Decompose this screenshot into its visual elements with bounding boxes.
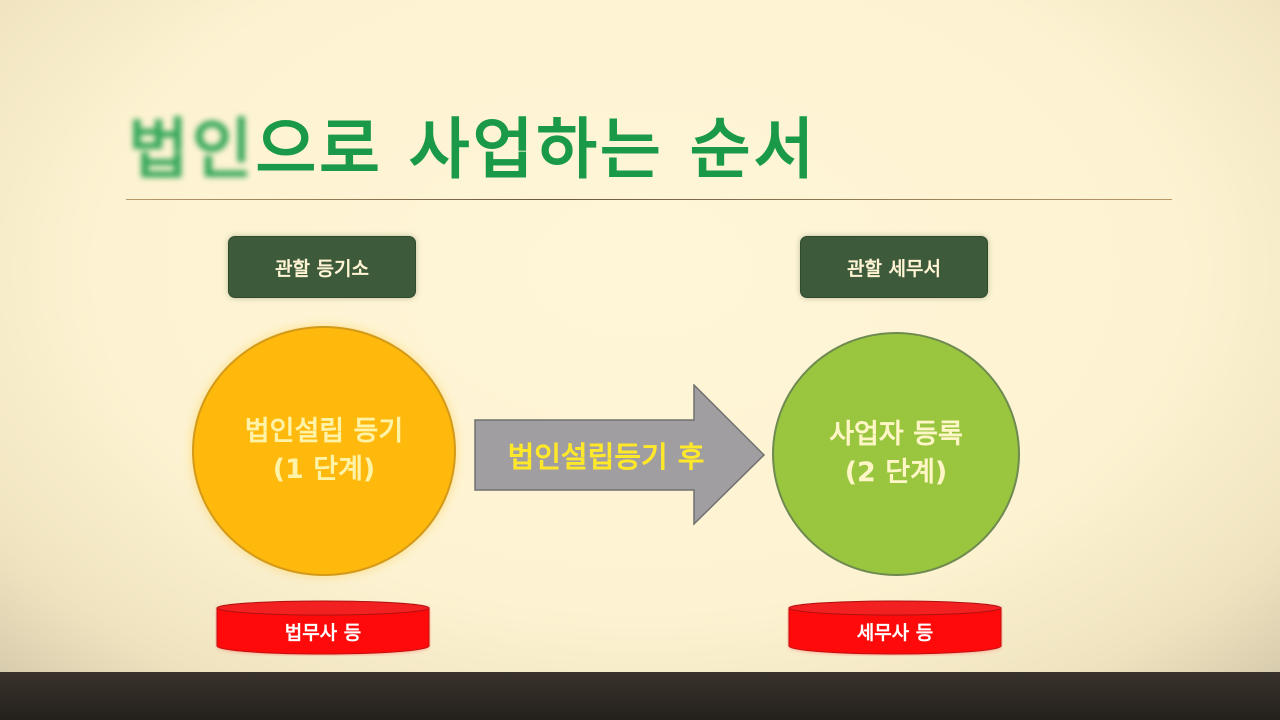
title-blurred-part: 법인 — [128, 111, 256, 188]
arrow-shape — [474, 384, 766, 526]
step2-circle-title: 사업자 등록 — [829, 419, 963, 450]
step2-agent-text: 세무사 등 — [856, 621, 934, 644]
pill-shape — [788, 600, 1002, 655]
tax-office-text: 관할 세무서 — [846, 257, 941, 280]
step1-circle: 법인설립 등기 (1 단계) — [192, 326, 456, 576]
bottom-floor-bar — [0, 672, 1280, 720]
step2-agent-pill: 세무사 등 — [787, 600, 1003, 656]
slide: 법인으로 사업하는 순서 관할 등기소 법인설립 등기 (1 단계) 법무사 등… — [0, 0, 1280, 672]
slide-title: 법인으로 사업하는 순서 — [128, 96, 817, 192]
step1-agent-text: 법무사 등 — [284, 621, 362, 644]
arrow-label: 법인설립등기 후 — [507, 440, 705, 474]
process-arrow: 법인설립등기 후 — [474, 384, 766, 526]
pill-shape — [216, 600, 430, 655]
tax-office-label: 관할 세무서 — [800, 236, 988, 298]
step1-circle-stage: (1 단계) — [272, 454, 376, 485]
registry-office-label: 관할 등기소 — [228, 236, 416, 298]
title-rest: 으로 사업하는 순서 — [255, 111, 818, 188]
step2-circle-stage: (2 단계) — [844, 457, 948, 488]
step1-circle-title: 법인설립 등기 — [244, 416, 404, 447]
step2-circle: 사업자 등록 (2 단계) — [772, 332, 1020, 576]
title-divider — [126, 199, 1172, 200]
step1-agent-pill: 법무사 등 — [215, 600, 431, 656]
registry-office-text: 관할 등기소 — [274, 257, 369, 280]
